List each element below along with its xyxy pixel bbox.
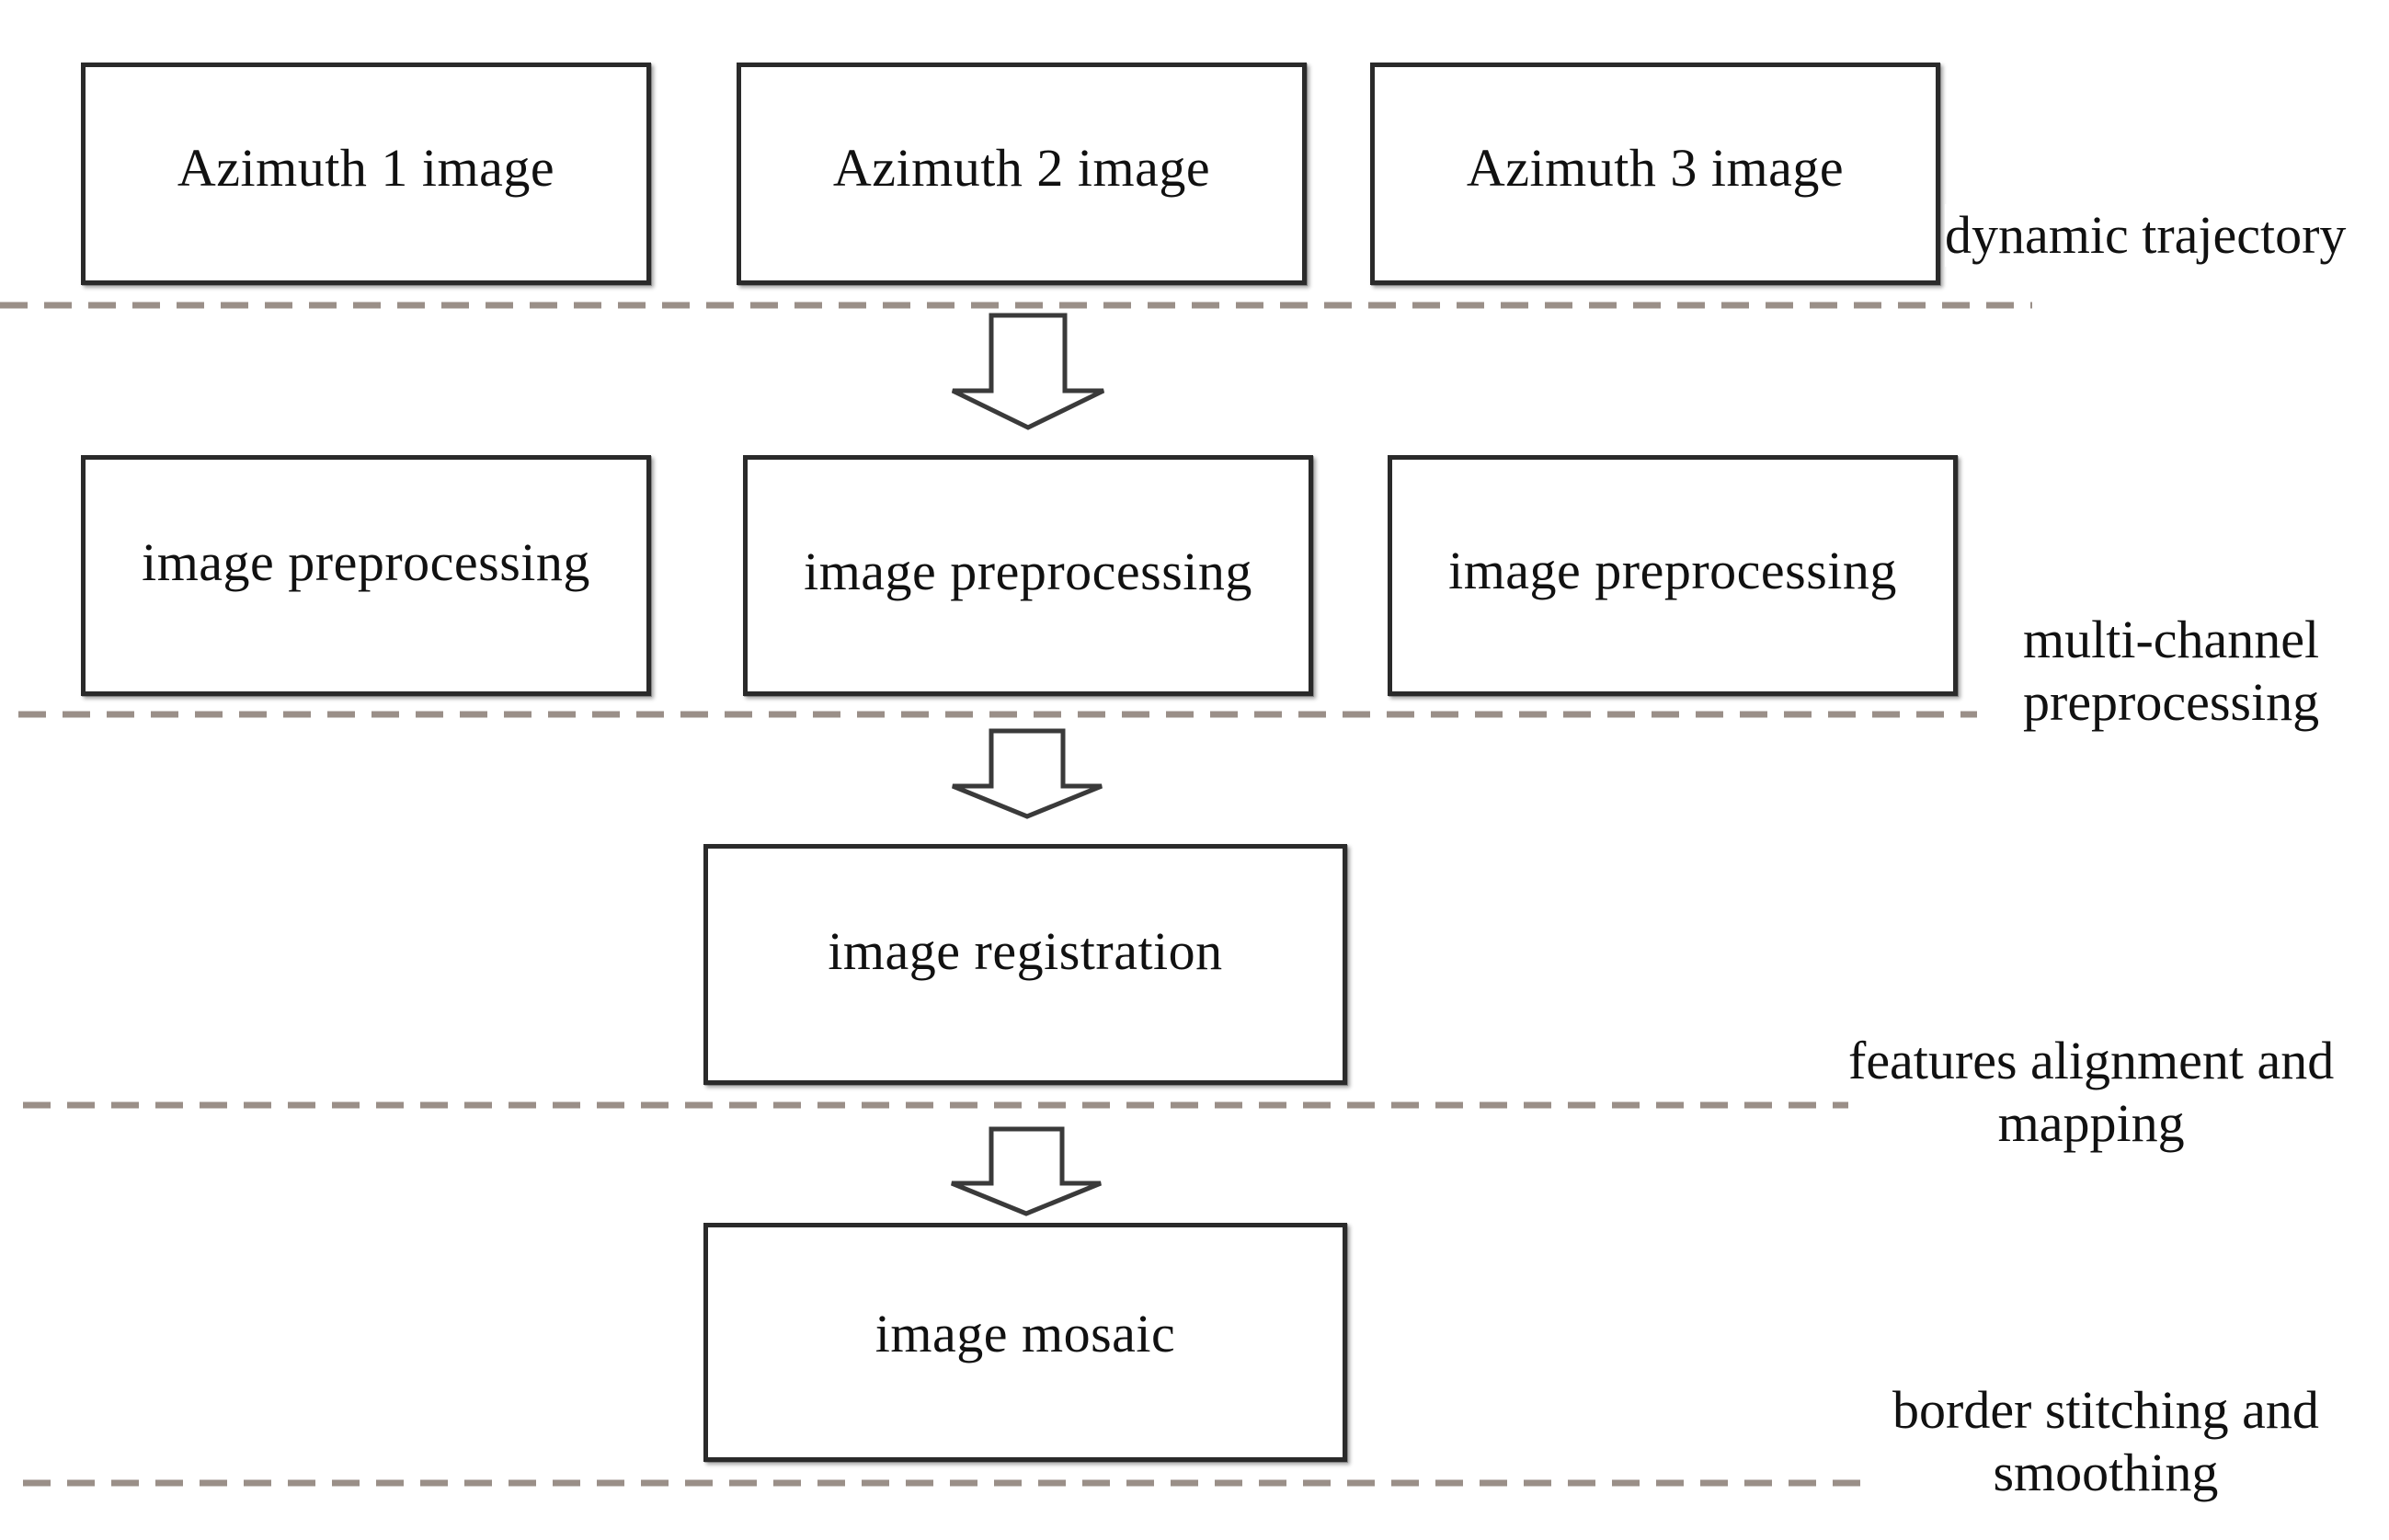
preprocessing-label-2: image preprocessing <box>804 541 1252 601</box>
stage-label-line: multi-channel <box>2023 610 2320 669</box>
preprocessing-box-2: image preprocessing <box>743 455 1313 696</box>
registration-label: image registration <box>828 920 1223 981</box>
down-arrow-icon <box>952 728 1103 819</box>
azimuth-3-box: Azimuth 3 image <box>1370 63 1940 285</box>
stage-label-line: border stitching and <box>1892 1380 2319 1440</box>
down-arrow-icon <box>951 313 1105 430</box>
azimuth-3-label: Azimuth 3 image <box>1466 137 1845 198</box>
preprocessing-box-3: image preprocessing <box>1388 455 1958 696</box>
azimuth-2-box: Azimuth 2 image <box>737 63 1307 285</box>
preprocessing-box-1: image preprocessing <box>81 455 651 696</box>
stage-label-line: smoothing <box>1993 1443 2219 1502</box>
stage-label-multi-channel: multi-channel preprocessing <box>2023 609 2320 734</box>
stage-label-line: features alignment and <box>1848 1031 2335 1090</box>
stage-label-border-stitching: border stitching and smoothing <box>1892 1379 2319 1504</box>
down-arrow-icon <box>951 1126 1102 1216</box>
registration-box: image registration <box>703 844 1347 1085</box>
stage-label-features-alignment: features alignment and mapping <box>1848 1030 2335 1155</box>
azimuth-1-label: Azimuth 1 image <box>177 137 555 198</box>
azimuth-2-label: Azimuth 2 image <box>832 137 1211 198</box>
mosaic-label: image mosaic <box>874 1303 1176 1363</box>
azimuth-1-box: Azimuth 1 image <box>81 63 651 285</box>
stage-label-line: preprocessing <box>2023 672 2320 732</box>
stage-label-line: dynamic trajectory <box>1945 205 2347 265</box>
mosaic-box: image mosaic <box>703 1223 1347 1462</box>
preprocessing-label-1: image preprocessing <box>142 531 590 592</box>
stage-label-dynamic-trajectory: dynamic trajectory <box>1945 204 2347 267</box>
preprocessing-label-3: image preprocessing <box>1448 540 1897 600</box>
stage-label-line: mapping <box>1997 1093 2185 1153</box>
